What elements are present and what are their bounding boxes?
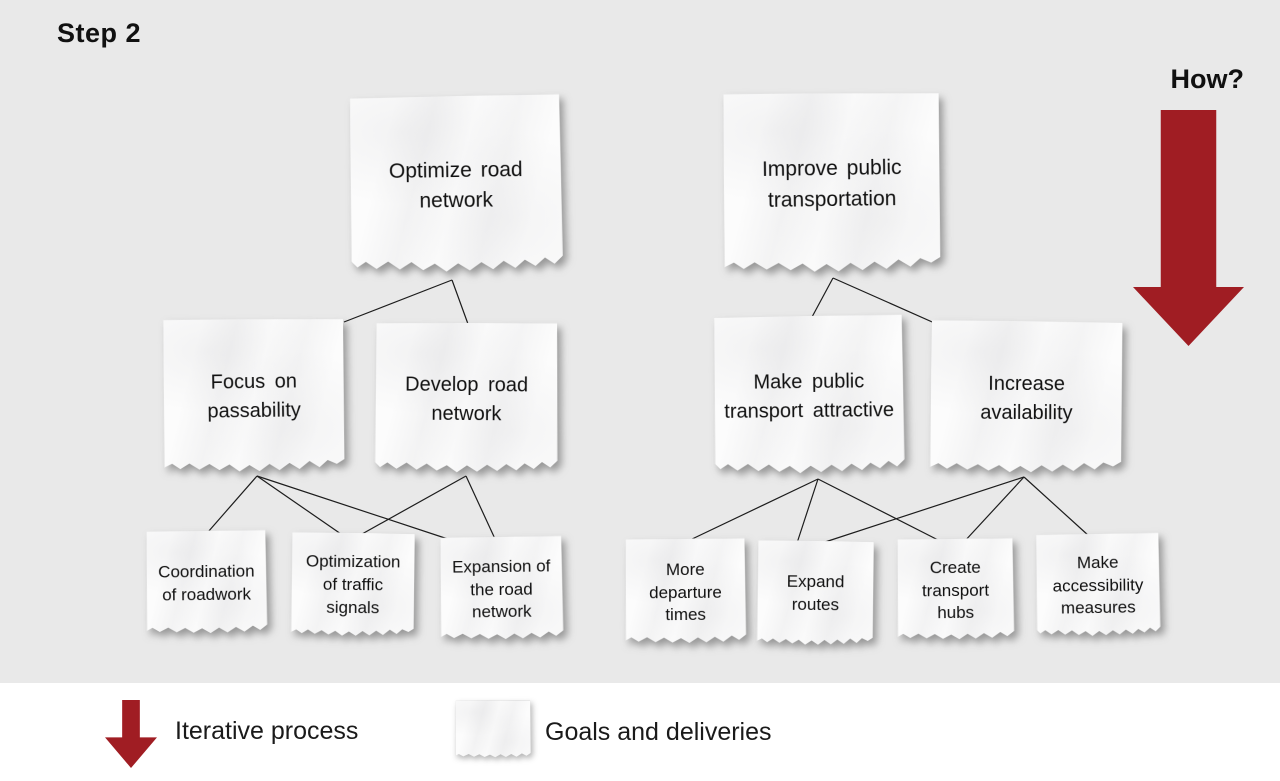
paper-note-surface: Make accessibility measures	[1035, 532, 1160, 640]
page-title: Step 2	[57, 18, 142, 48]
legend-label-iterative-process: Iterative process	[175, 717, 359, 745]
note-text: Improve public transportation	[761, 156, 902, 212]
paper-note-surface: Make public transport attractive	[713, 314, 905, 479]
note-text: Develop road network	[405, 373, 529, 425]
goal-note-improve-public-transportation: Improve public transportation	[722, 90, 943, 278]
note-text: Optimization of traffic signals	[305, 551, 401, 618]
paper-note-surface: Optimize road network	[349, 94, 564, 279]
paper-note-surface: Create transport hubs	[897, 537, 1015, 644]
note-text: Optimize road network	[388, 157, 523, 213]
goal-note-coordination-of-roadwork: Coordination of roadwork	[145, 529, 267, 638]
note-text: Increase availability	[980, 372, 1073, 424]
goal-note-increase-availability: Increase availability	[930, 319, 1124, 477]
goal-note-expand-routes: Expand routes	[757, 539, 875, 648]
note-text: Make public transport attractive	[724, 369, 895, 423]
note-text: Expansion of the road network	[451, 555, 551, 622]
paper-note-surface: Develop road network	[374, 321, 558, 477]
goal-note-create-transport-hubs: Create transport hubs	[897, 537, 1015, 644]
note-text: Coordination of roadwork	[158, 561, 255, 605]
goal-note-optimization-of-traffic-signals: Optimization of traffic signals	[291, 531, 416, 639]
legend-label-goals-and-deliveries: Goals and deliveries	[545, 718, 772, 746]
note-text: More departure times	[649, 559, 722, 625]
paper-note-surface: Optimization of traffic signals	[291, 531, 416, 639]
paper-note-surface: Coordination of roadwork	[145, 529, 267, 638]
goal-note-optimize-road-network: Optimize road network	[349, 94, 564, 279]
paper-note-surface: Increase availability	[930, 319, 1124, 477]
goal-note-make-public-transport-attractive: Make public transport attractive	[713, 314, 905, 479]
paper-note-surface: Expansion of the road network	[439, 535, 563, 644]
how-label: How?	[1170, 64, 1245, 94]
goal-note-focus-on-passability: Focus on passability	[162, 317, 346, 478]
paper-note-icon	[455, 700, 531, 760]
paper-note-surface	[455, 700, 531, 757]
note-text: Expand routes	[786, 571, 845, 615]
note-text: Make accessibility measures	[1052, 552, 1144, 618]
goal-note-make-accessibility-measures: Make accessibility measures	[1035, 532, 1160, 640]
goal-note-more-departure-times: More departure times	[625, 538, 747, 649]
paper-note-surface: Improve public transportation	[722, 90, 943, 278]
goal-note-expansion-of-the-road-network: Expansion of the road network	[439, 535, 563, 644]
note-text: Focus on passability	[207, 370, 302, 423]
paper-note-surface: Focus on passability	[162, 317, 346, 478]
goal-note-develop-road-network: Develop road network	[374, 321, 558, 477]
note-text: Create transport hubs	[921, 557, 990, 623]
paper-note-surface: More departure times	[625, 538, 747, 649]
paper-note-surface: Expand routes	[757, 539, 875, 648]
